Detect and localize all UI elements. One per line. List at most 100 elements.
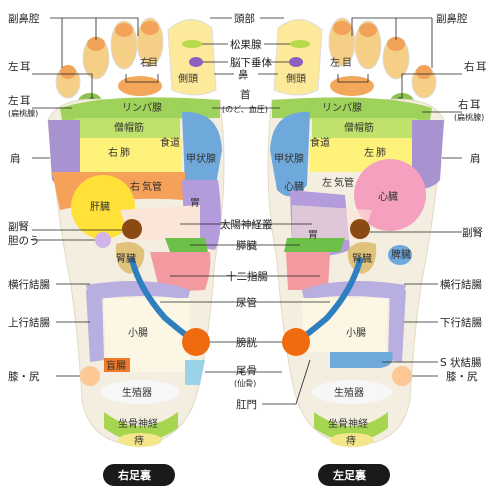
left-shoulder-zone <box>412 120 444 190</box>
label-sinus-right: 副鼻腔 <box>8 12 40 25</box>
leader-lines <box>32 17 462 405</box>
left-heart-zone <box>354 159 426 231</box>
right-liver-label: 肝臓 <box>90 201 110 213</box>
label-coccyx-note: (仙骨) <box>234 378 256 388</box>
right-reproductive-zone <box>100 380 180 404</box>
right-lymph-label: リンパ腺 <box>122 101 162 114</box>
outer-labels: 副鼻腔 頭部 副鼻腔 松果腺 脳下垂体 鼻 左 耳 右 耳 左 耳 (扁桃腺) … <box>8 12 487 411</box>
label-coccyx: 尾骨 <box>236 365 257 377</box>
label-head: 頭部 <box>234 12 255 25</box>
right-lung-zone <box>78 138 182 172</box>
left-lung-label: 肺 <box>376 147 386 159</box>
left-lymph-label: リンパ腺 <box>322 101 362 114</box>
label-pancreas: 膵臓 <box>236 240 257 252</box>
label-anus: 肛門 <box>236 399 257 411</box>
left-spleen-zone <box>388 245 412 265</box>
right-sole: 右 目 側頭 リンパ腺 僧帽筋 右 肺 食道 甲状腺 右 気管 肝臓 胃 腎臓 … <box>47 17 225 447</box>
right-duodenum-zone <box>150 252 211 292</box>
right-hemorrhoid-zone <box>118 433 162 447</box>
left-transverse-colon <box>302 281 406 300</box>
right-sinus-tip <box>115 23 133 37</box>
label-shoulder-right-foot: 肩 <box>10 152 21 165</box>
left-thyroid-label: 甲状腺 <box>274 152 304 165</box>
sole-titles: 右足裏 左足裏 <box>103 464 390 486</box>
label-sinus-left: 副鼻腔 <box>436 12 468 25</box>
right-sciatic-label: 坐骨神経 <box>118 417 158 430</box>
left-adrenal-zone <box>350 219 370 239</box>
right-stomach-label: 胃 <box>190 197 200 209</box>
right-side-lung: 右 <box>108 146 118 159</box>
left-bladder-zone <box>282 328 310 356</box>
label-descending-colon: 下行結腸 <box>440 316 482 329</box>
left-sole-title-bg <box>318 464 390 486</box>
right-liver-zone <box>71 175 135 239</box>
right-bladder-zone <box>182 328 210 356</box>
right-appendix-label: 盲腸 <box>106 359 126 372</box>
label-pituitary: 脳下垂体 <box>230 57 272 69</box>
label-ureter: 尿管 <box>236 296 257 309</box>
right-ascending-colon <box>86 290 104 362</box>
left-small-intestine-label: 小腸 <box>346 327 366 339</box>
label-neck: 首 <box>240 88 251 101</box>
right-lung-label: 肺 <box>120 147 130 159</box>
left-bronchi-label: 気管 <box>334 176 354 189</box>
label-adrenal-right-foot: 副腎 <box>8 221 29 233</box>
label-transverse-colon-left: 横行結腸 <box>440 278 482 291</box>
label-gallbladder: 胆のう <box>8 235 40 247</box>
right-pituitary <box>189 57 203 67</box>
left-small-intestine <box>302 298 388 352</box>
label-tonsil-note-right-foot: (扁桃腺) <box>8 108 38 118</box>
label-neck-note: (のど、血圧) <box>222 104 268 114</box>
right-pineal <box>182 40 202 48</box>
label-duodenum: 十二指腸 <box>226 270 268 283</box>
left-hemorrhoid-zone <box>330 433 374 447</box>
label-pineal: 松果腺 <box>230 38 262 51</box>
right-sole-title-bg <box>103 464 175 486</box>
label-side-right-tonsil: 右 <box>458 98 469 111</box>
label-ascending-colon: 上行結腸 <box>8 316 50 329</box>
label-bladder: 膀胱 <box>236 336 257 349</box>
left-sinus-tip <box>359 23 377 37</box>
right-pancreas-zone <box>165 238 208 252</box>
right-hemorrhoid-label: 痔 <box>134 434 144 447</box>
left-pineal <box>290 40 310 48</box>
left-s-colon-zone <box>330 352 393 368</box>
label-side-left-ear: 左 <box>8 60 19 73</box>
left-sciatic-zone <box>314 412 388 442</box>
label-side-right-ear: 右 <box>464 60 475 73</box>
right-sciatic-zone <box>104 412 178 442</box>
left-sinus-tip <box>387 37 405 51</box>
right-eye-zone <box>118 76 162 96</box>
left-descending-colon <box>388 290 406 362</box>
left-side-lung: 左 <box>364 146 374 159</box>
left-spleen-label: 脾臓 <box>391 248 411 261</box>
left-reproductive-label: 生殖器 <box>334 386 364 399</box>
left-thyroid-zone <box>270 111 310 197</box>
right-side-marker: 右 <box>140 56 150 69</box>
left-esophagus-label: 食道 <box>310 136 330 149</box>
label-ear-left-foot: 耳 <box>476 61 487 73</box>
right-appendix-zone <box>104 358 130 372</box>
right-sinus-tip <box>87 37 105 51</box>
left-sole: 側頭 左 目 リンパ腺 僧帽筋 食道 左 肺 甲状腺 心臓 左 気管 心臓 胃 … <box>267 17 445 447</box>
left-sinus-tip <box>416 65 432 79</box>
label-adrenal-left-foot: 副腎 <box>462 227 483 239</box>
right-thyroid-label: 甲状腺 <box>186 152 216 165</box>
right-small-intestine-label: 小腸 <box>128 327 148 339</box>
left-kidney-label: 腎臓 <box>352 253 372 265</box>
label-tonsil-note-left-foot: (扁桃腺) <box>454 112 484 122</box>
label-ear-tonsil-right-foot: 耳 <box>20 95 31 107</box>
right-gallbladder-zone <box>95 232 111 248</box>
label-knee-hip-left: 膝・尻 <box>446 370 478 383</box>
label-side-left-tonsil: 左 <box>8 94 19 107</box>
left-pituitary <box>289 57 303 67</box>
left-sciatic-label: 坐骨神経 <box>328 417 368 430</box>
right-temple-label: 側頭 <box>178 72 198 85</box>
left-side-marker: 左 <box>330 56 340 69</box>
right-trapezius-zone <box>75 118 180 140</box>
right-small-intestine <box>104 298 190 372</box>
left-hemorrhoid-label: 痔 <box>346 434 356 447</box>
left-reproductive-zone <box>312 380 392 404</box>
right-coccyx-zone <box>185 360 205 385</box>
